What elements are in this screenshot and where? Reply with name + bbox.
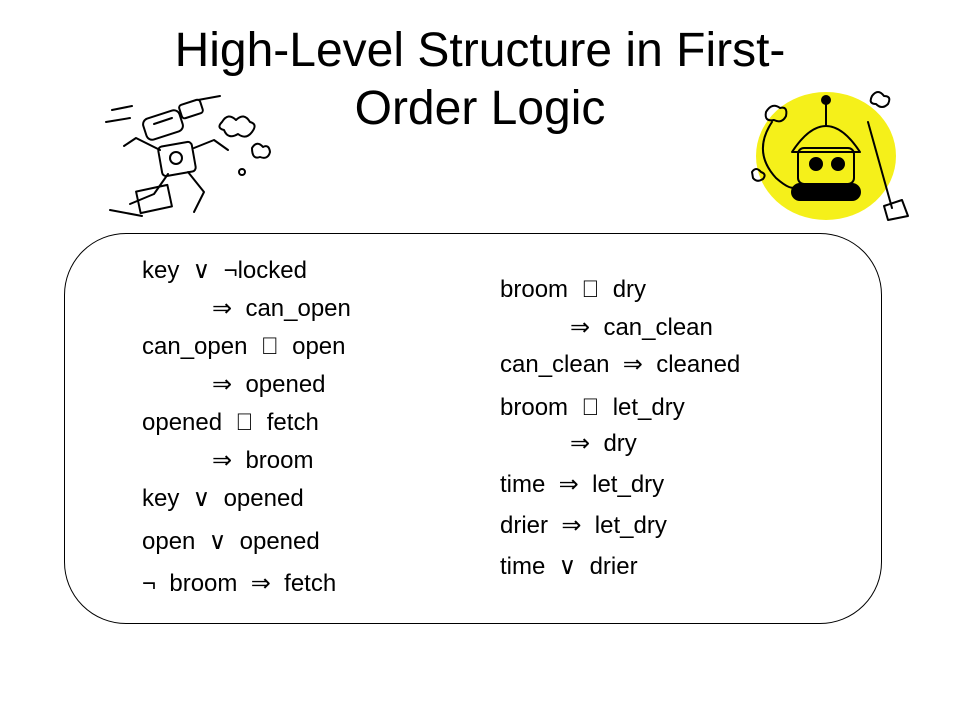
right-rule-column: broom  dry ⇒ can_clean can_clean ⇒ clea… (500, 277, 860, 597)
cleaning-robot-illustration (751, 91, 909, 221)
right-rule-line-1: broom  dry (500, 276, 646, 303)
left-rule-line-2: ⇒ can_open (212, 295, 351, 322)
right-rule-line-3: can_clean ⇒ cleaned (500, 351, 741, 378)
title-line-1: High-Level Structure in First- (174, 24, 786, 77)
left-rule-line-7: key ∨ opened (142, 485, 304, 512)
left-rule-line-5: opened  fetch (142, 409, 319, 436)
running-robot-illustration (105, 95, 271, 217)
left-rule-line-4: ⇒ opened (212, 371, 326, 398)
right-rule-line-6: time ⇒ let_dry (500, 471, 665, 498)
right-rule-line-7: drier ⇒ let_dry (500, 512, 667, 539)
left-rule-line-3: can_open  open (142, 333, 346, 360)
right-rule-line-4: broom  let_dry (500, 394, 685, 421)
right-rule-line-5: ⇒ dry (570, 430, 637, 457)
left-rule-column: key ∨ ¬locked ⇒ can_open can_open  open… (142, 258, 482, 608)
rules-container (64, 233, 882, 624)
slide-title: High-Level Structure in First- Order Log… (60, 22, 900, 138)
left-rule-line-8: open ∨ opened (142, 528, 320, 555)
right-rule-line-8: time ∨ drier (500, 553, 638, 580)
right-rule-line-2: ⇒ can_clean (570, 314, 713, 341)
left-rule-line-6: ⇒ broom (212, 447, 314, 474)
left-rule-line-9: ¬ broom ⇒ fetch (142, 570, 337, 597)
left-rule-line-1: key ∨ ¬locked (142, 257, 307, 284)
title-line-2: Order Logic (354, 82, 606, 135)
